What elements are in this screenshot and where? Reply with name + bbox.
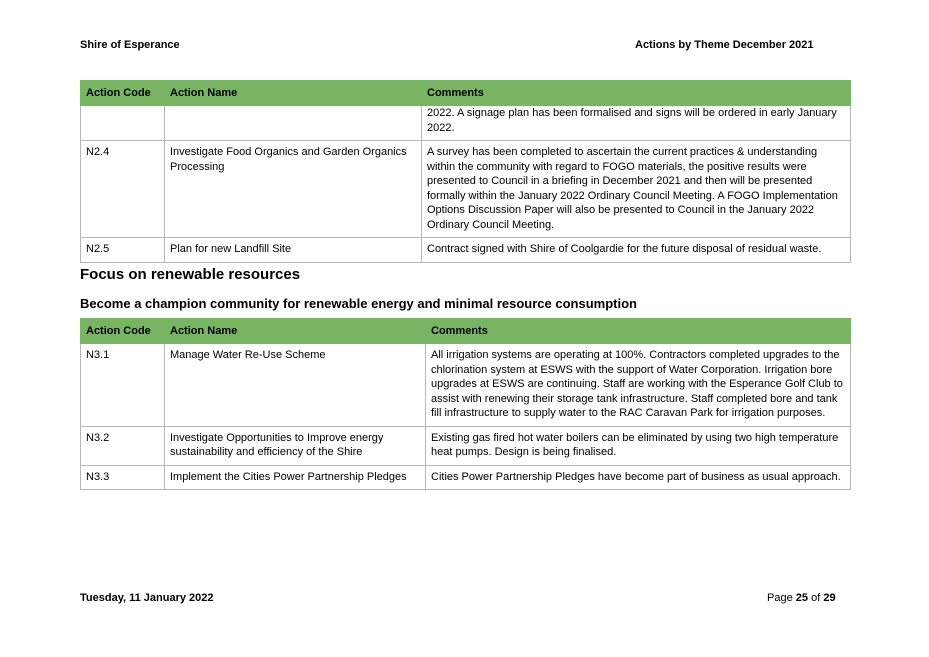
table-row: N2.4 Investigate Food Organics and Garde… (80, 140, 851, 238)
actions-table-waste: Action Code Action Name Comments 2022. A… (80, 80, 851, 263)
table-header-row: Action Code Action Name Comments (80, 318, 851, 344)
page-number: Page 25 of 29 (767, 592, 836, 604)
action-code-cell: N3.2 (80, 425, 165, 466)
column-header-action-name: Action Name (164, 80, 422, 106)
table-row: N3.2 Investigate Opportunities to Improv… (80, 425, 851, 466)
page-total: 29 (823, 592, 836, 604)
page-of-label: of (811, 592, 821, 604)
table-row: 2022. A signage plan has been formalised… (80, 105, 851, 141)
table-row: N3.3 Implement the Cities Power Partners… (80, 464, 851, 490)
footer-date: Tuesday, 11 January 2022 (80, 592, 214, 604)
table-header-row: Action Code Action Name Comments (80, 80, 851, 106)
document-header-right: Actions by Theme December 2021 (635, 39, 814, 51)
comments-cell: Existing gas fired hot water boilers can… (425, 425, 851, 466)
column-header-action-code: Action Code (80, 318, 165, 344)
action-name-cell: Investigate Opportunities to Improve ene… (164, 425, 426, 466)
action-name-cell: Investigate Food Organics and Garden Org… (164, 140, 422, 238)
action-code-cell: N2.5 (80, 237, 165, 263)
action-name-cell: Plan for new Landfill Site (164, 237, 422, 263)
action-code-cell: N2.4 (80, 140, 165, 238)
table-row: N2.5 Plan for new Landfill Site Contract… (80, 237, 851, 263)
actions-table-renewable: Action Code Action Name Comments N3.1 Ma… (80, 318, 851, 490)
table-row: N3.1 Manage Water Re-Use Scheme All irri… (80, 343, 851, 427)
action-name-cell: Manage Water Re-Use Scheme (164, 343, 426, 427)
action-code-cell: N3.1 (80, 343, 165, 427)
document-header-left: Shire of Esperance (80, 39, 180, 51)
column-header-action-code: Action Code (80, 80, 165, 106)
action-code-cell: N3.3 (80, 464, 165, 490)
column-header-comments: Comments (421, 80, 851, 106)
action-name-cell: Implement the Cities Power Partnership P… (164, 464, 426, 490)
comments-cell: Contract signed with Shire of Coolgardie… (421, 237, 851, 263)
comments-cell: 2022. A signage plan has been formalised… (421, 105, 851, 141)
action-name-cell (164, 105, 422, 141)
comments-cell: All irrigation systems are operating at … (425, 343, 851, 427)
page-current: 25 (795, 592, 809, 604)
comments-cell: A survey has been completed to ascertain… (421, 140, 851, 238)
section-title: Focus on renewable resources (80, 266, 301, 283)
section-subtitle: Become a champion community for renewabl… (80, 296, 637, 311)
comments-cell: Cities Power Partnership Pledges have be… (425, 464, 851, 490)
page-label: Page (767, 592, 793, 604)
column-header-action-name: Action Name (164, 318, 426, 344)
action-code-cell (80, 105, 165, 141)
column-header-comments: Comments (425, 318, 851, 344)
